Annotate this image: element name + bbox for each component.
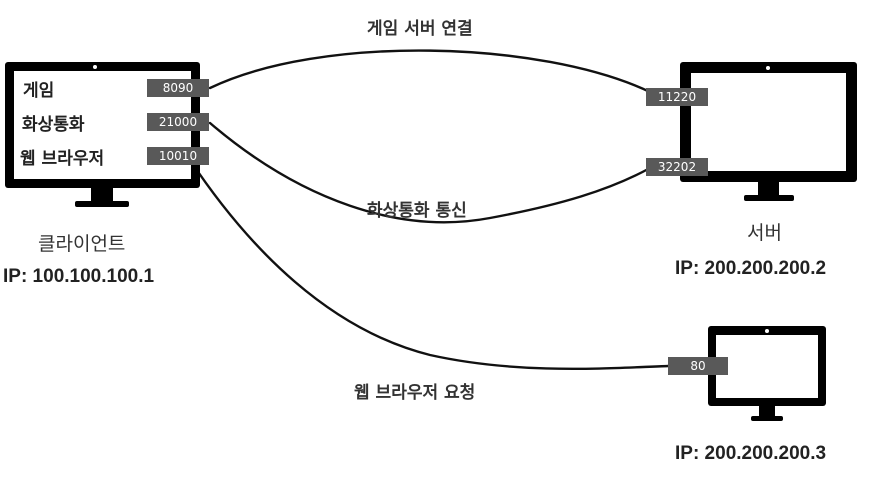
game-connection-label: 게임 서버 연결 (367, 19, 473, 39)
app-label-video-call: 화상통화 (22, 115, 85, 135)
server-monitor (680, 62, 857, 212)
server-port-game: 11220 (646, 88, 708, 106)
server-ip: IP: 200.200.200.2 (675, 258, 827, 279)
client-port-video-call: 21000 (147, 113, 209, 131)
app-label-web-browser: 웹 브라우저 (20, 149, 105, 169)
server-port-video-call: 32202 (646, 158, 708, 176)
web-server-port: 80 (668, 357, 728, 375)
app-label-game: 게임 (23, 81, 55, 101)
client-port-web-browser: 10010 (147, 147, 209, 165)
client-port-game: 8090 (147, 79, 209, 97)
video-connection-label: 화상통화 통신 (367, 201, 467, 221)
web-server-ip: IP: 200.200.200.3 (675, 443, 827, 464)
web-server-monitor (708, 326, 826, 426)
web-connection-line (188, 158, 670, 371)
server-name: 서버 (747, 222, 782, 244)
client-ip: IP: 100.100.100.1 (3, 266, 155, 287)
video-connection-line (208, 121, 652, 224)
web-connection-label: 웹 브라우저 요청 (354, 383, 476, 403)
client-name: 클라이언트 (38, 233, 126, 255)
game-connection-line (208, 49, 652, 94)
